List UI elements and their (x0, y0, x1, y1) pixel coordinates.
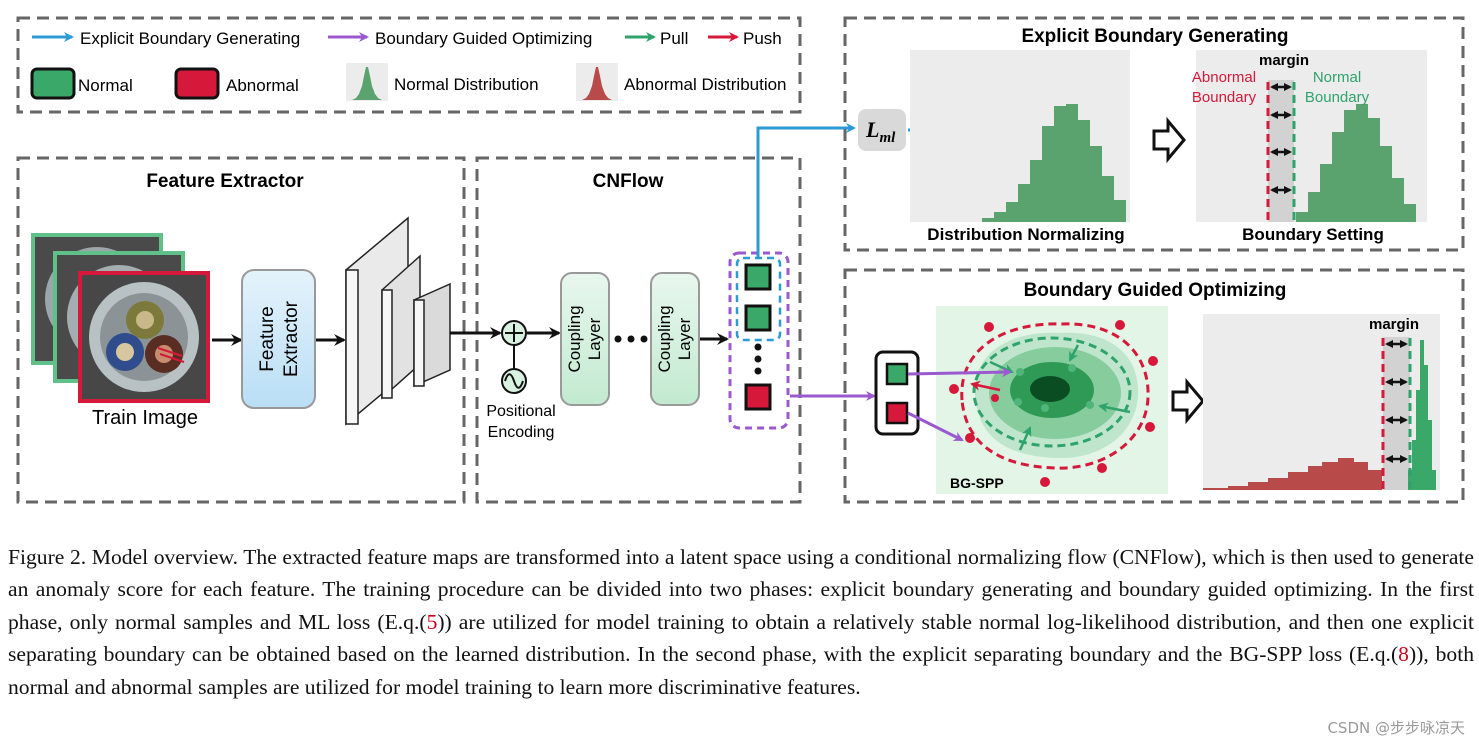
latent-feature-group (728, 251, 790, 430)
ebg-normal-boundary-2: Boundary (1305, 89, 1370, 106)
bg-spp-density-core (1030, 376, 1070, 402)
feature-extractor-block-label-2: Extractor (281, 300, 302, 377)
legend-pull: Pull (660, 29, 688, 48)
positional-encoding-label-2: Encoding (488, 424, 555, 441)
bgo-margin-label: margin (1369, 316, 1419, 333)
loss-subscript: ml (879, 130, 896, 146)
train-image-label: Train Image (92, 407, 198, 429)
positional-encoding-icon (501, 368, 527, 394)
watermark: CSDN @步步咏凉天 (1327, 719, 1465, 737)
feature-extractor-frame (16, 156, 466, 504)
legend-push: Push (743, 29, 782, 48)
bgo-margin-band (1383, 337, 1410, 490)
feature-extractor-panel: Feature Extractor Train Image Feature Ex… (16, 156, 466, 504)
bg-spp-normal-boundary (972, 336, 1132, 448)
coupling-layer-1-label-1: Coupling (565, 305, 584, 372)
latent-normal-feature-2 (744, 304, 772, 332)
ebg-title: Explicit Boundary Generating (1021, 26, 1288, 47)
ebg-hollow-arrow (1152, 116, 1186, 164)
caption-part-1: Figure 2. Model overview. The extracted … (8, 545, 1474, 634)
legend-boundary-guided-optimizing: Boundary Guided Optimizing (375, 29, 592, 48)
loss-label: Lml (865, 117, 896, 146)
coupling-layer-1-label-2: Layer (585, 317, 604, 360)
figure-caption: Figure 2. Model overview. The extracted … (8, 541, 1474, 703)
ebg-abnormal-boundary-2: Boundary (1192, 89, 1257, 106)
coupling-layer-2-label-2: Layer (675, 317, 694, 360)
bg-spp-abnormal-boundary (960, 322, 1150, 470)
feature-extractor-block-label-1: Feature (257, 306, 278, 371)
legend-abnormal-swatch (174, 67, 220, 100)
legend-abnormal-distribution: Abnormal Distribution (624, 75, 787, 94)
feature-extractor-title: Feature Extractor (146, 171, 304, 192)
caption-part-2: )) are utilized for model training to ob… (8, 609, 1475, 667)
bgo-frame (843, 268, 1465, 504)
bgo-margin-arrows (1385, 340, 1408, 463)
legend-abnormal-dist-icon (576, 63, 618, 101)
coupling-layer-2-label-1: Coupling (655, 305, 674, 372)
bgo-sample-abnormal (885, 401, 909, 425)
legend-normal: Normal (78, 76, 133, 95)
sum-node (501, 320, 527, 346)
legend-frame (16, 16, 802, 114)
loss-symbol: L (865, 117, 879, 142)
ebg-abnormal-boundary-1: Abnormal (1192, 69, 1256, 86)
positional-encoding-label-1: Positional (486, 403, 555, 420)
coupling-layer-2 (650, 272, 700, 406)
purple-arrow-abnormal (907, 411, 964, 442)
legend-normal-dist-icon (346, 63, 388, 101)
ebg-hist-right-normal (1296, 104, 1416, 222)
bg-spp-outlier-points (949, 320, 1158, 487)
cnflow-panel: CNFlow Positional Encoding Coupling Laye… (450, 156, 802, 504)
latent-normal-feature-1 (744, 263, 772, 291)
ebg-normal-boundary-1: Normal (1313, 69, 1361, 86)
legend-abnormal: Abnormal (226, 76, 299, 95)
caption-ref-eq-5[interactable]: 5 (426, 609, 438, 634)
loss-badge (858, 109, 906, 151)
latent-vertical-dots (754, 343, 762, 375)
legend-explicit-boundary-generating: Explicit Boundary Generating (80, 29, 300, 48)
model-overview-diagram: Explicit Boundary Generating Boundary Gu… (16, 16, 1465, 504)
legend-normal-distribution: Normal Distribution (394, 75, 539, 94)
ebg-hist-left-normal (982, 104, 1126, 222)
bg-spp-label: BG-SPP (950, 475, 1004, 491)
caption-ref-eq-8[interactable]: 8 (1398, 642, 1409, 667)
bgo-sample-normal (885, 362, 909, 386)
legend: Explicit Boundary Generating Boundary Gu… (16, 16, 802, 114)
cnflow-frame (475, 156, 802, 504)
feature-extractor-block (241, 269, 316, 409)
bg-spp-inner-points (1014, 364, 1094, 412)
bg-spp-push-arrows (970, 380, 1001, 392)
blue-arrow-to-loss (756, 123, 856, 258)
ebg-frame (843, 16, 1465, 252)
latent-abnormal-feature (744, 383, 772, 411)
cnflow-title: CNFlow (593, 171, 664, 192)
ebg-right-caption: Boundary Setting (1242, 225, 1384, 244)
legend-normal-swatch (30, 67, 76, 100)
ebg-panel: Explicit Boundary Generating Distributio… (843, 16, 1465, 252)
ellipsis-dots (614, 335, 648, 343)
coupling-layer-1 (560, 272, 610, 406)
feature-maps (345, 216, 451, 426)
purple-arrow-normal (907, 367, 1012, 378)
ebg-margin-label: margin (1259, 52, 1309, 69)
bgo-title: Boundary Guided Optimizing (1024, 280, 1287, 301)
bgo-hist-abnormal (1203, 458, 1382, 490)
ebg-margin-arrows (1270, 83, 1292, 194)
caption-part-3: )), both normal and abnormal samples are… (8, 642, 1474, 699)
bgo-hollow-arrow (1171, 377, 1205, 425)
bgo-hist-normal (1408, 340, 1436, 490)
ebg-left-caption: Distribution Normalizing (927, 225, 1124, 244)
train-image-stack (31, 233, 210, 403)
bgo-panel: Boundary Guided Optimizing (843, 268, 1465, 504)
